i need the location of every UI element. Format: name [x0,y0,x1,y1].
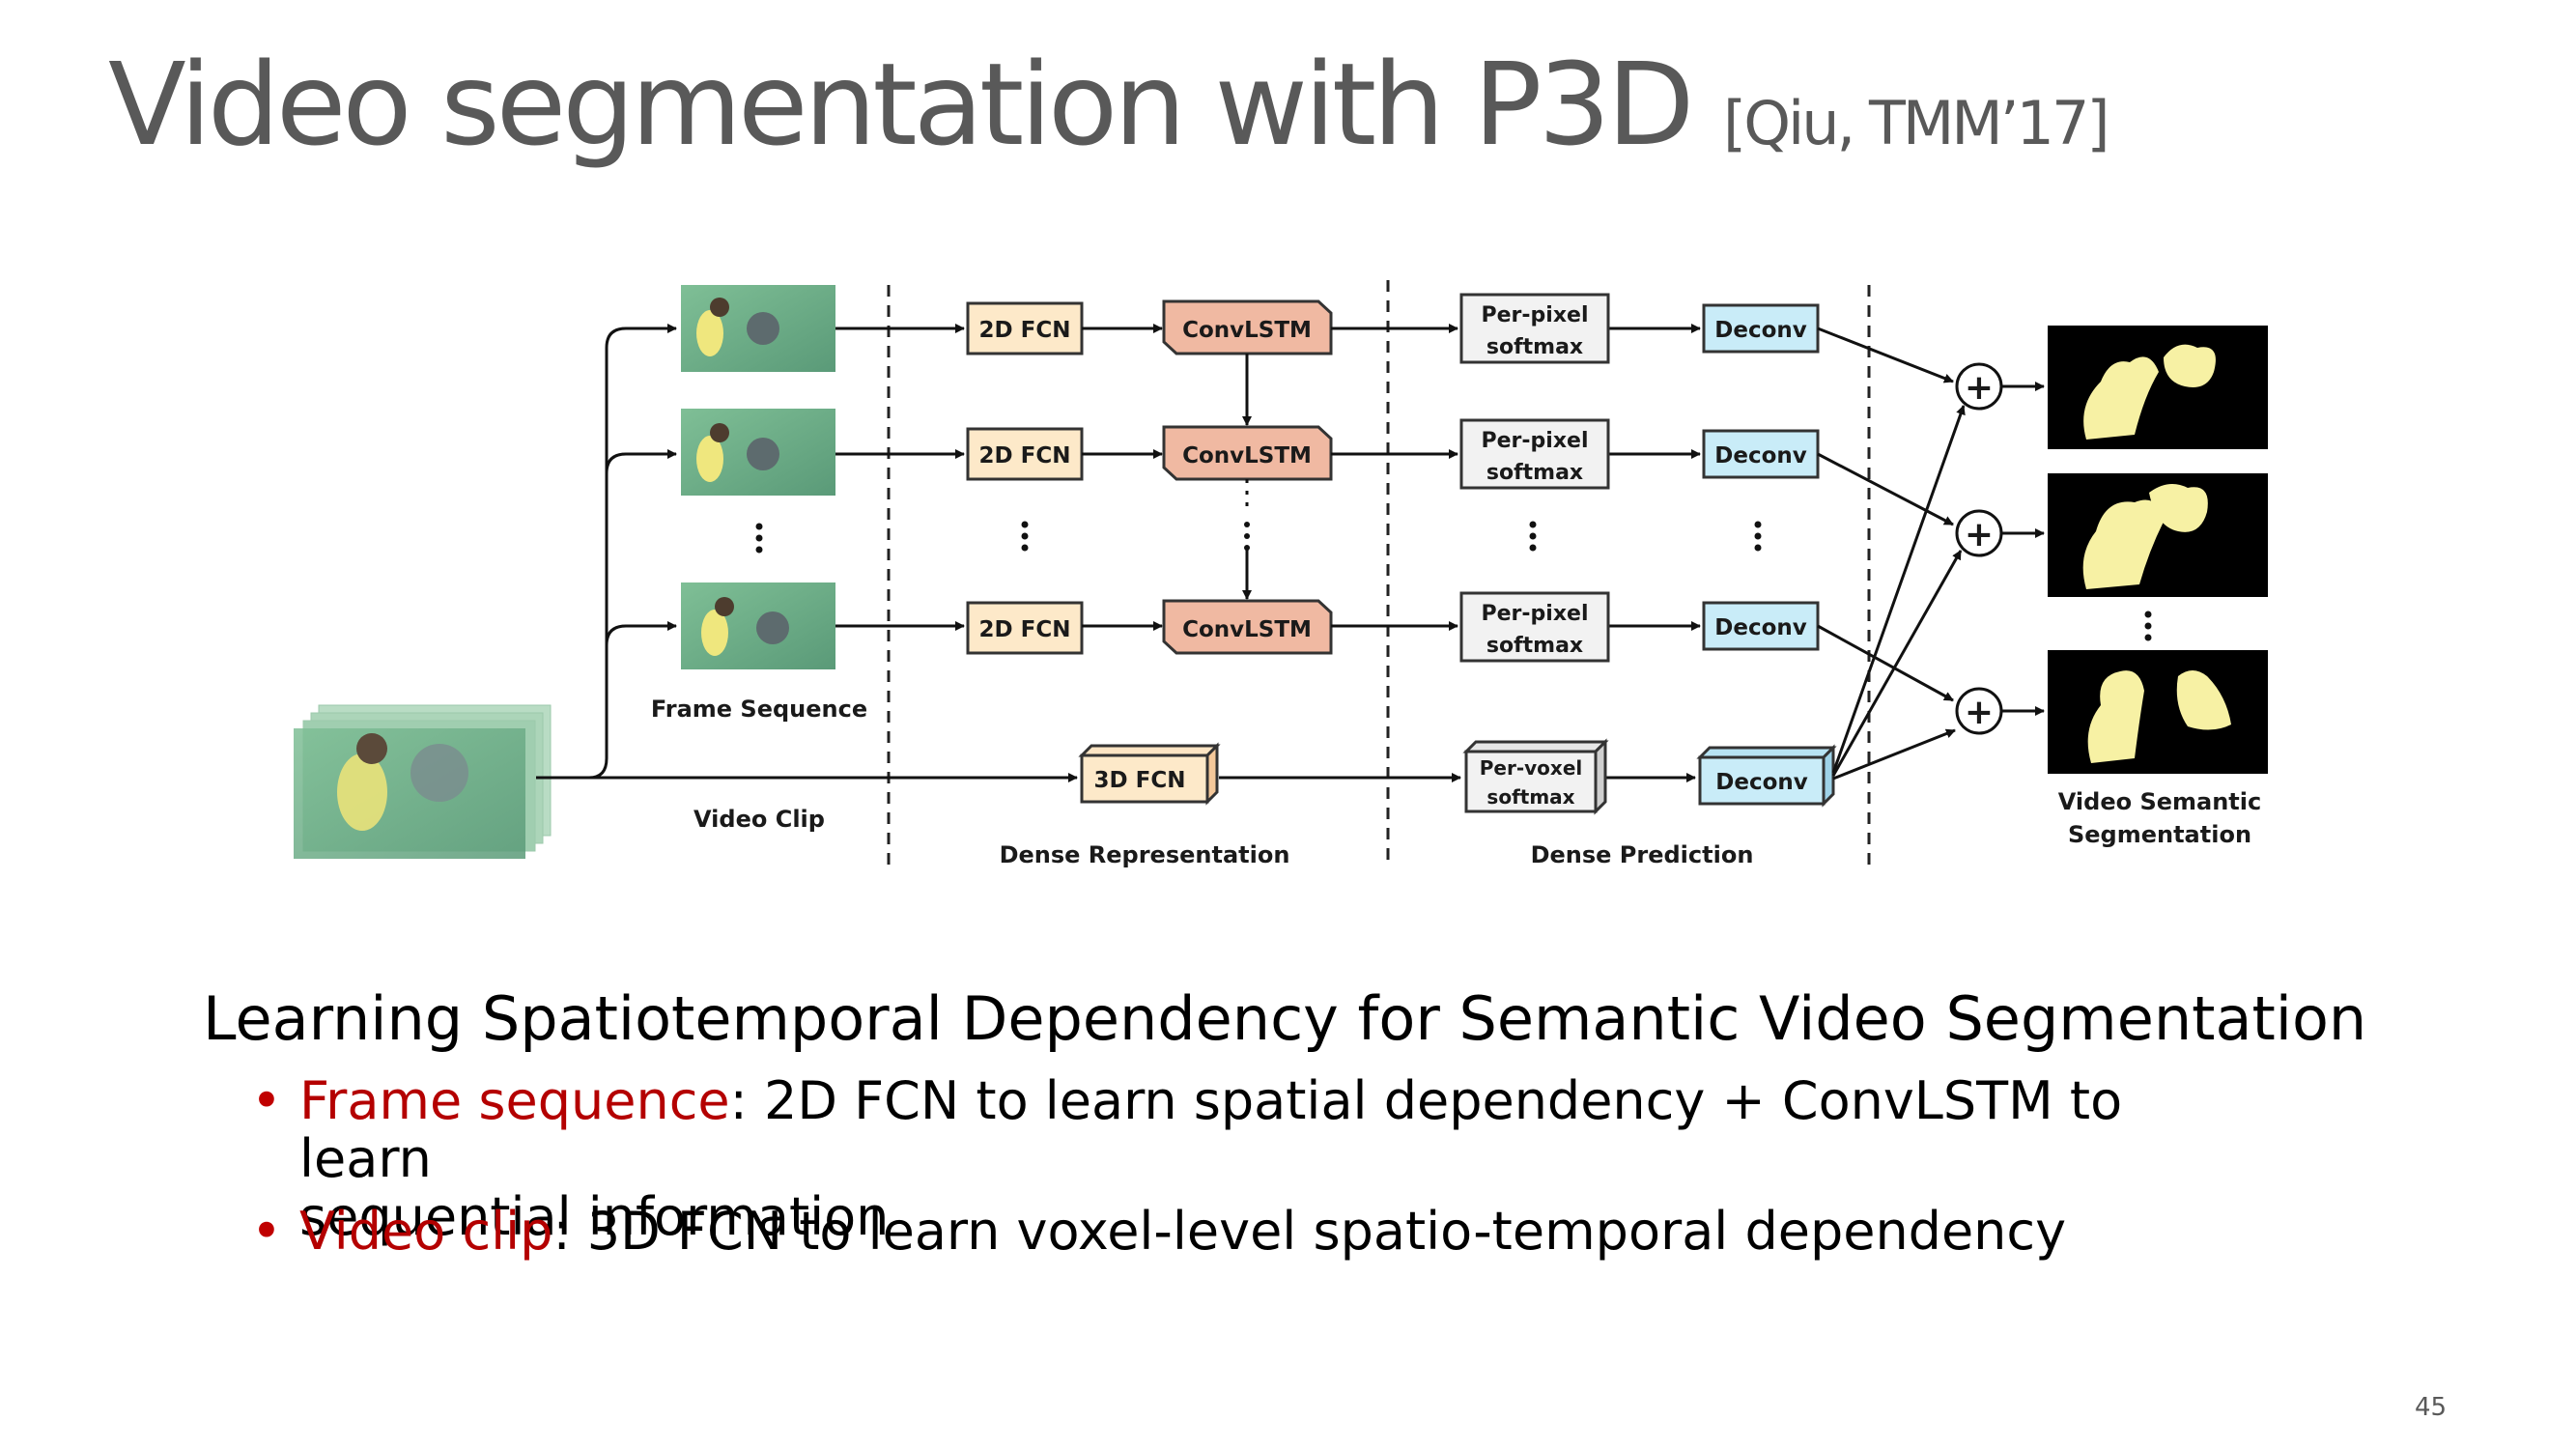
deconv-box-1 [1702,303,1820,354]
deconv-box-2 [1702,429,1820,479]
diagram-labels: Frame Sequence Video Clip Dense Represen… [651,696,2261,868]
fcn2d-label-3: 2D FCN [979,617,1071,642]
deconv-label-3d: Deconv [1715,770,1808,795]
fusion-connectors [1817,327,2045,781]
deconv-column: Deconv Deconv Deconv Deconv [1696,303,1837,808]
sum-symbol-2: + [1965,515,1994,554]
softmax-1-line1: Per-pixel [1482,303,1589,327]
sum-node-3 [1955,687,2003,735]
output-masks [2048,326,2268,774]
video-clip-stack [294,704,552,859]
clip-child-head [356,733,387,764]
fcn2d-column: 2D FCN 2D FCN 2D FCN [966,301,1084,655]
frame-3 [681,582,835,669]
clip-child-figure [337,753,387,831]
convlstm-label-1: ConvLSTM [1182,318,1312,343]
bullet-1-term: Frame sequence [299,1070,730,1131]
output-mask-3 [2048,650,2268,774]
section-dividers [887,280,1871,865]
connector-frame-2 [605,449,677,474]
bullet-dot-1: • [251,1070,282,1131]
sum-node-1 [1955,362,2003,411]
fcn3d-box [1080,753,1209,804]
fcn2d-box-2 [966,427,1084,481]
softmax-box-2 [1459,418,1610,490]
sum-node-2 [1955,509,2003,557]
output-mask-1 [2048,326,2268,449]
sum-symbol-1: + [1965,368,1994,408]
softmax-box-3 [1459,591,1610,663]
bullet-video-clip: • Video clip: 3D FCN to learn voxel-leve… [251,1201,2231,1262]
softmax-box-1 [1459,293,1610,364]
label-output-line1: Video Semantic [2058,788,2261,815]
bullet-frame-sequence: • Frame sequence: 2D FCN to learn spatia… [251,1070,2231,1247]
voxel-softmax-block: Per-voxel softmax [1462,738,1609,815]
voxel-softmax-box [1464,750,1598,813]
convlstm-column: ConvLSTM ConvLSTM ConvLSTM [1162,299,1333,655]
bullet-1-text: : 2D FCN to learn spatial dependency + C… [299,1070,2123,1189]
bullet-2-term: Video clip [299,1201,553,1262]
voxel-softmax-line2: softmax [1486,785,1574,809]
page-number: 45 [2415,1393,2448,1422]
bullet-dot-2: • [251,1201,282,1262]
body-heading: Learning Spatiotemporal Dependency for S… [203,983,2367,1054]
convlstm-box-3 [1162,599,1333,655]
softmax-2-line2: softmax [1486,461,1583,485]
clip-toy [410,744,468,802]
deconv-label-1: Deconv [1714,318,1807,343]
frame-ellipsis [755,523,763,554]
softmax-column: Per-pixel softmax Per-pixel softmax Per-… [1459,293,1610,663]
label-video-clip: Video Clip [694,806,825,833]
label-frame-sequence: Frame Sequence [651,696,867,723]
fcn3d-label: 3D FCN [1094,768,1186,793]
deconv-box-3d [1698,755,1826,806]
sum-symbol-3: + [1965,693,1994,732]
frame-1 [681,285,835,372]
fcn2d-label-1: 2D FCN [979,318,1071,343]
slide-title: Video segmentation with P3D [Qiu, TMM’17… [108,37,2110,174]
title-text: Video segmentation with P3D [108,38,1694,171]
label-output-line2: Segmentation [2068,821,2251,848]
label-dense-representation: Dense Representation [1000,841,1290,868]
connector-frame-3 [605,621,677,646]
fcn2d-box-3 [966,601,1084,655]
fcn3d-block: 3D FCN [1078,742,1221,806]
bullet-2-text: : 3D FCN to learn voxel-level spatio-tem… [552,1201,2067,1262]
softmax-3-line2: softmax [1486,634,1583,658]
input-connectors [536,324,1078,782]
fcn2d-label-2: 2D FCN [979,443,1071,469]
sum-nodes: + + + [1955,362,2003,735]
deconv-label-3: Deconv [1714,615,1807,640]
softmax-1-line2: softmax [1486,335,1583,359]
output-mask-2 [2048,473,2268,597]
voxel-softmax-line1: Per-voxel [1480,756,1582,780]
deconv-box-3 [1702,601,1820,651]
frame-2 [681,409,835,496]
convlstm-box-2 [1162,425,1333,481]
label-dense-prediction: Dense Prediction [1531,841,1754,868]
softmax-3-line1: Per-pixel [1482,602,1589,626]
convlstm-label-3: ConvLSTM [1182,617,1312,642]
deconv-label-2: Deconv [1714,443,1807,469]
convlstm-box-1 [1162,299,1333,355]
bullet-1-continuation: sequential information [299,1186,890,1247]
title-citation: [Qiu, TMM’17] [1723,88,2110,158]
convlstm-label-2: ConvLSTM [1182,443,1312,469]
flow-arrows [835,324,1701,782]
softmax-2-line1: Per-pixel [1482,429,1589,453]
clip-frame-front [294,728,525,859]
frame-sequence [681,285,835,669]
